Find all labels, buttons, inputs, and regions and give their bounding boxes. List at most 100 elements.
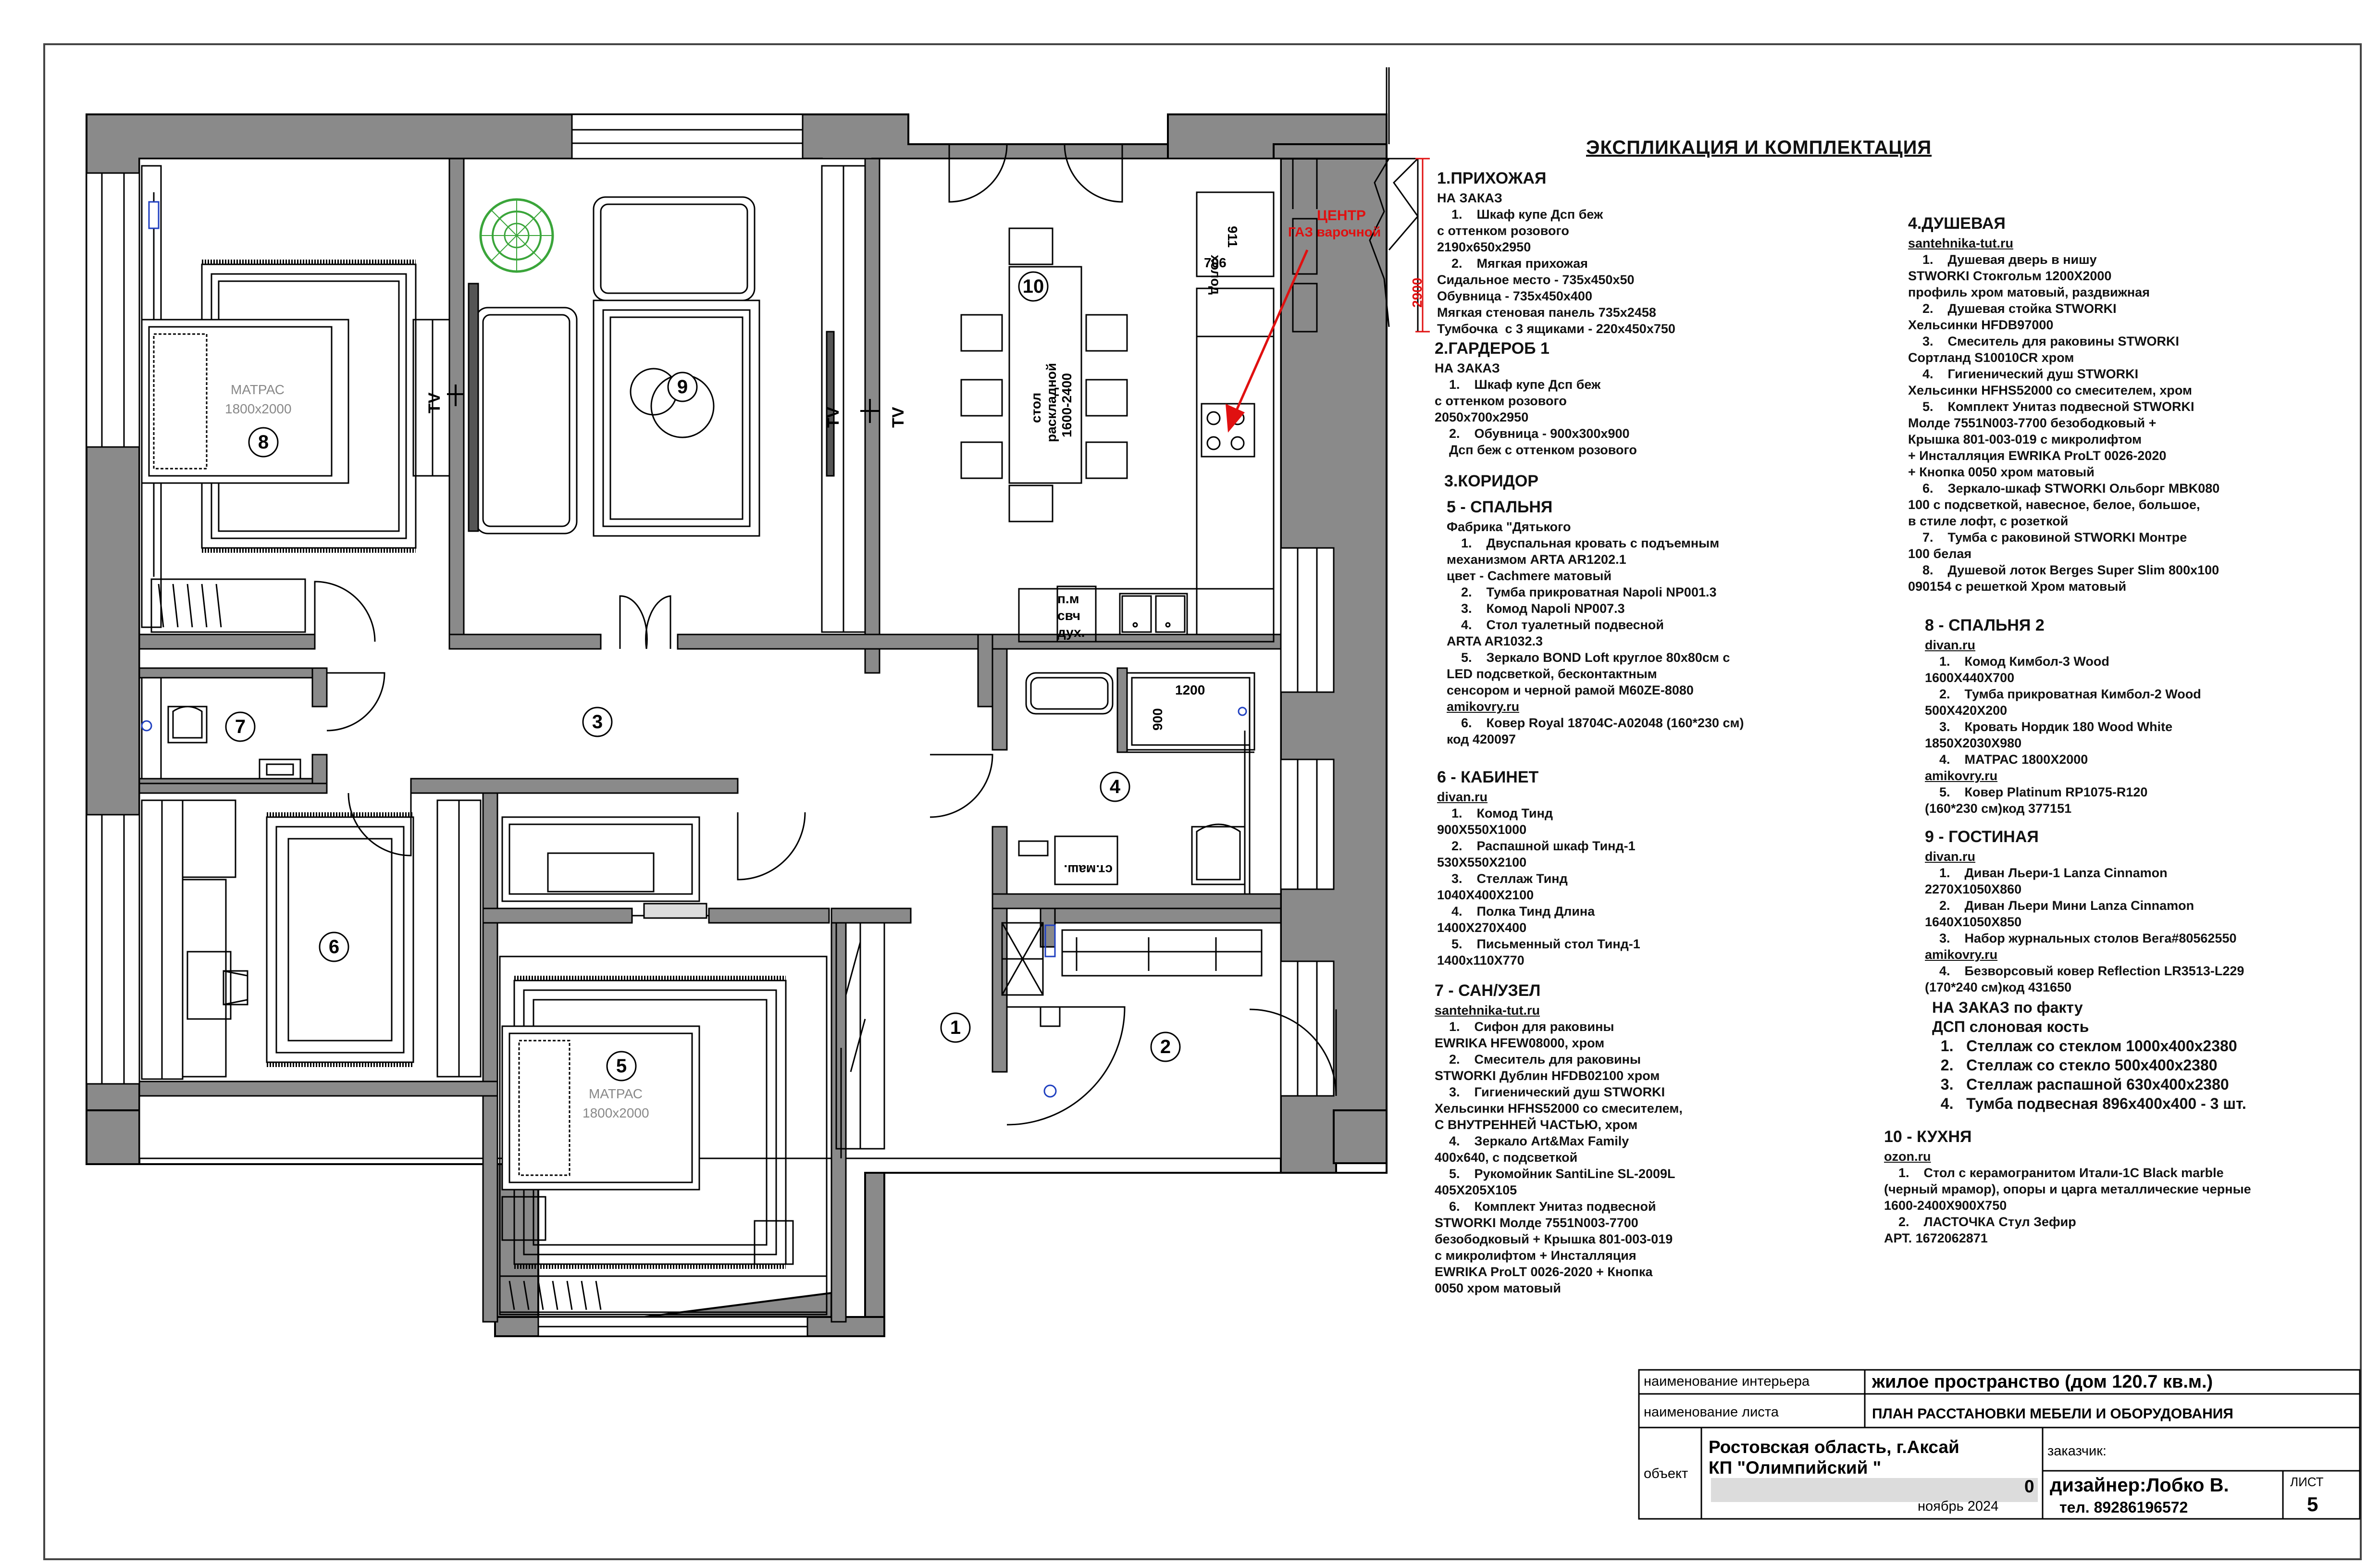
fridge-label-line-1: холод xyxy=(1208,255,1223,295)
section-line: 1. Стол с керамогранитом Итали-1С Black … xyxy=(1884,1166,2224,1180)
table-label-line-2: раскладной xyxy=(1044,363,1059,442)
section-5-bedroom: 5 - СПАЛЬНЯ Фабрика "Дятького 1. Двуспал… xyxy=(1447,498,1744,747)
section-line: с оттенком розового xyxy=(1437,224,1569,238)
section-line: Хельсинки HFDB97000 xyxy=(1908,318,2054,332)
section-line: (160*230 см)код 377151 xyxy=(1925,801,2072,816)
section-line: 3. Набор журнальных столов Вега#80562550 xyxy=(1925,931,2237,945)
section-9-living-room: 9 - ГОСТИНАЯ divan.ru 1. Диван Льери-1 L… xyxy=(1925,828,2244,995)
section-line: 6. Комплект Унитаз подвесной xyxy=(1435,1199,1656,1214)
section-line: 3. Смеситель для раковины STWORKI xyxy=(1908,334,2180,348)
section-line: ДСП слоновая кость xyxy=(1932,1018,2089,1035)
tv-label-kitchen: TV xyxy=(889,407,907,428)
section-line: 3. Кровать Нордик 180 Wood White xyxy=(1925,720,2173,734)
section-line: Крышка 801-003-019 с микролифтом xyxy=(1908,432,2142,447)
section-line: 1600X440X700 xyxy=(1925,671,2015,685)
section-line: + Кнопка 0050 хром матовый xyxy=(1908,465,2095,479)
section-line: STWORKI Стокгольм 1200Х2000 xyxy=(1908,269,2112,283)
washer-label: ст.маш. xyxy=(1064,862,1113,877)
object-label: объект xyxy=(1644,1466,1688,1481)
customer-label: заказчик: xyxy=(2047,1443,2107,1459)
section-line: 4. МАТРАС 1800Х2000 xyxy=(1925,752,2088,767)
section-line: в стиле лофт, с розеткой xyxy=(1908,514,2069,528)
section-line: цвет - Cachmere матовый xyxy=(1447,569,1612,583)
section-line: 900X550X1000 xyxy=(1437,822,1527,837)
section-line: (170*240 см)код 431650 xyxy=(1925,980,2072,994)
section-line: 4. Полка Тинд Длина xyxy=(1437,904,1595,919)
room-number-8: 8 xyxy=(258,432,269,453)
designer: дизайнер:Лобко В. xyxy=(2050,1475,2229,1496)
section-line: 2. Душевая стойка STWORKI xyxy=(1908,301,2117,316)
cabinet-6 xyxy=(141,799,482,1080)
appliance-label-3: дух. xyxy=(1057,625,1085,640)
section-line: 5. Рукомойник SantiLine SL-2009L xyxy=(1435,1167,1675,1181)
bedroom-5 xyxy=(499,816,828,1316)
section-line: с оттенком розового xyxy=(1435,394,1567,408)
section-line: 405X205X105 xyxy=(1435,1183,1517,1197)
section-heading: 1.ПРИХОЖАЯ xyxy=(1437,169,1547,187)
section-line: 1. Двуспальная кровать с подъемным xyxy=(1447,536,1720,550)
dimension-2900: 2900 xyxy=(1410,278,1425,308)
section-line: 1640X1050X850 xyxy=(1925,915,2022,929)
section-line: 2. Смеситель для раковины xyxy=(1435,1052,1641,1067)
section-4-shower: 4.ДУШЕВАЯ santehnika-tut.ru 1. Душевая д… xyxy=(1908,214,2219,595)
dimension-1200: 1200 xyxy=(1175,683,1205,697)
sheet-name-label: наименование листа xyxy=(1644,1404,1779,1420)
section-line: LED подсветкой, бесконтактным xyxy=(1447,667,1657,681)
section-line: Фабрика "Дятького xyxy=(1447,520,1571,534)
section-line: 5. Письменный стол Тинд-1 xyxy=(1437,937,1640,951)
section-line: 1. Комод Тинд xyxy=(1437,806,1553,820)
section-line: 1850X2030X980 xyxy=(1925,736,2022,750)
appliance-label-1: п.м xyxy=(1057,591,1079,606)
room-number-3: 3 xyxy=(592,711,603,733)
cabinet-6-rug-fringe xyxy=(267,812,413,1067)
bedroom-5-rug-fringe xyxy=(514,976,786,1269)
section-line: 2. Стеллаж со стекло 500х400х2380 xyxy=(1932,1056,2218,1074)
section-line: 2. Мягкая прихожая xyxy=(1437,256,1588,271)
fridge-label-line-2: 911 xyxy=(1225,226,1240,248)
section-line: механизмом ARTA AR1202.1 xyxy=(1447,552,1626,567)
section-line: ARTA AR1032.3 xyxy=(1447,634,1543,648)
section-line: 2. Диван Льери Мини Lanza Cinnamon xyxy=(1925,898,2194,913)
section-line: 8. Душевой лоток Berges Super Slim 800х1… xyxy=(1908,563,2219,577)
mattress-label-bedroom-8: МАТРАС xyxy=(231,382,285,397)
section-line: Хельсинки HFHS52000 со смесителем, xyxy=(1435,1101,1683,1116)
section-line: 1600-2400Х900Х750 xyxy=(1884,1198,2007,1213)
sheet-number: 5 xyxy=(2307,1493,2318,1515)
section-line: STWORKI Дублин HFDB02100 хром xyxy=(1435,1068,1660,1083)
wardrobe-2 xyxy=(1040,929,1263,1098)
section-line: 6. Зеркало-шкаф STWORKI Ольборг MBK080 xyxy=(1908,481,2220,496)
section-heading: 8 - СПАЛЬНЯ 2 xyxy=(1925,616,2045,634)
section-line: 4. Гигиенический душ STWORKI xyxy=(1908,367,2139,381)
section-line: безободковый + Крышка 801-003-019 xyxy=(1435,1232,1673,1246)
section-line-link: ozon.ru xyxy=(1884,1149,1931,1164)
wc-7 xyxy=(141,677,301,780)
section-line: НА ЗАКАЗ xyxy=(1437,191,1502,205)
section-line: Молде 7551N003-7700 безободковый + xyxy=(1908,416,2157,430)
object-extra: 0 xyxy=(2024,1477,2034,1496)
section-line-link: amikovry.ru xyxy=(1925,947,1998,962)
section-line-link: santehnika-tut.ru xyxy=(1435,1003,1540,1018)
section-line: Дсп беж с оттенком розового xyxy=(1435,443,1637,457)
fridge-dimension: 706 xyxy=(1204,255,1227,270)
interior-floor xyxy=(138,158,1282,1159)
mattress-size-bedroom-5: 1800х2000 xyxy=(583,1105,649,1120)
section-line: НА ЗАКАЗ xyxy=(1435,361,1500,375)
section-line: 4. Тумба подвесная 896х400х400 - 3 шт. xyxy=(1932,1095,2246,1112)
section-line: 1. Диван Льери-1 Lanza Cinnamon xyxy=(1925,866,2168,880)
section-heading: 5 - СПАЛЬНЯ xyxy=(1447,498,1553,516)
section-heading: 10 - КУХНЯ xyxy=(1884,1128,1972,1146)
section-line: EWRIKA ProLT 0026-2020 + Кнопка xyxy=(1435,1265,1653,1279)
room-number-5: 5 xyxy=(616,1056,627,1077)
section-line: 100 белая xyxy=(1908,547,1972,561)
room-number-4: 4 xyxy=(1110,776,1121,797)
appliance-label-2: свч xyxy=(1057,608,1080,623)
section-line: 1. Душевая дверь в нишу xyxy=(1908,252,2097,267)
section-6-cabinet: 6 - КАБИНЕТ divan.ru 1. Комод Тинд 900X5… xyxy=(1437,768,1640,969)
section-line: (черный мрамор), опоры и царга металличе… xyxy=(1884,1182,2251,1196)
room-number-2: 2 xyxy=(1160,1036,1171,1057)
section-line: Сидальное место - 735х450х50 xyxy=(1437,273,1635,287)
section-line: 090154 с решеткой Хром матовый xyxy=(1908,579,2127,594)
sheet-name-value: ПЛАН РАССТАНОВКИ МЕБЕЛИ И ОБОРУДОВАНИЯ xyxy=(1872,1406,2233,1422)
room-number-6: 6 xyxy=(329,936,339,957)
